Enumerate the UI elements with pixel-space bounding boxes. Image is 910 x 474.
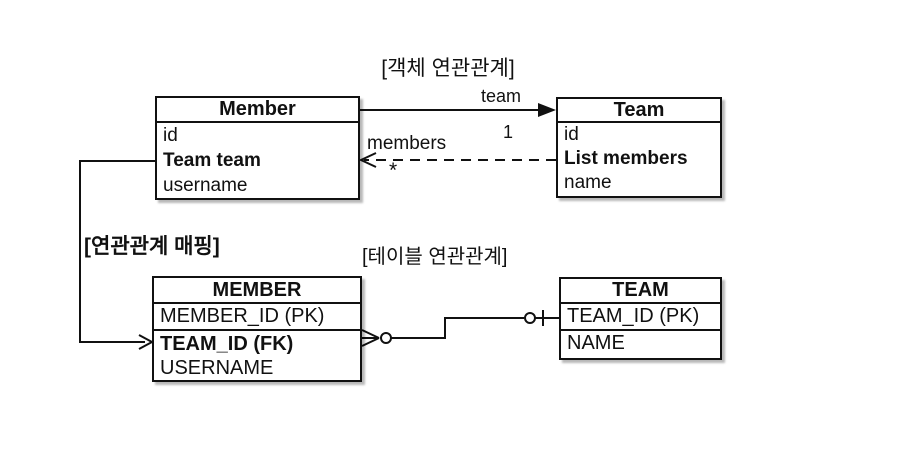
member-table-username: USERNAME — [160, 357, 274, 379]
member-table-compartment: TEAM_ID (FK) USERNAME — [154, 331, 360, 380]
edge-label-members: members — [367, 133, 447, 154]
team-class-box: Team id List members name — [556, 97, 722, 198]
fk-relationship-connector — [361, 310, 559, 347]
member-field-id: id — [163, 125, 178, 146]
member-field-username: username — [163, 175, 248, 196]
member-class-box: Member id Team team username — [155, 96, 360, 200]
team-table-name: NAME — [567, 332, 625, 354]
edge-cardinality-many: * — [389, 159, 398, 182]
team-association-arrow — [360, 103, 556, 117]
members-association-arrow — [358, 152, 556, 168]
team-table-box: TEAM TEAM_ID (PK) NAME — [559, 277, 722, 360]
member-class-title: Member — [157, 98, 358, 123]
team-table-pk: TEAM_ID (PK) — [561, 304, 720, 331]
team-field-members: List members — [564, 148, 688, 169]
section-label-association-mapping: [연관관계 매핑] — [84, 235, 220, 258]
edge-cardinality-one: 1 — [503, 122, 514, 142]
team-class-title: Team — [558, 99, 720, 123]
section-label-object-association: [객체 연관관계] — [381, 57, 515, 80]
member-table-fk: TEAM_ID (FK) — [160, 333, 294, 355]
member-field-team: Team team — [163, 150, 261, 171]
team-table-title: TEAM — [561, 279, 720, 304]
member-table-title: MEMBER — [154, 278, 360, 304]
section-label-table-association: [테이블 연관관계] — [362, 246, 508, 268]
member-table-pk: MEMBER_ID (PK) — [154, 304, 360, 331]
member-table-box: MEMBER MEMBER_ID (PK) TEAM_ID (FK) USERN… — [152, 276, 362, 382]
team-field-name: name — [564, 172, 612, 193]
edge-label-team: team — [481, 86, 522, 106]
team-field-id: id — [564, 124, 579, 145]
